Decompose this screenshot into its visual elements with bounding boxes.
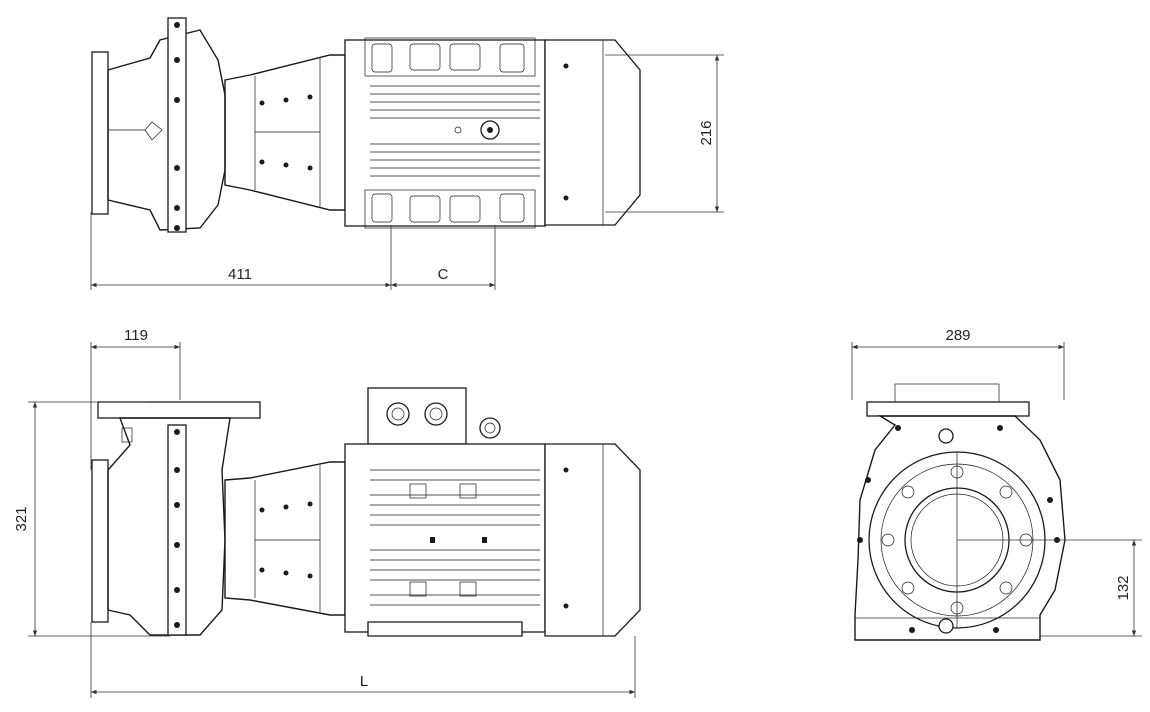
dim-label-119: 119 [124, 327, 148, 344]
dim-label-c: C [438, 266, 449, 283]
side-view [28, 342, 641, 698]
top-view [90, 17, 724, 290]
dim-label-l: L [360, 673, 368, 690]
dim-label-132: 132 [1115, 575, 1132, 600]
dim-label-321: 321 [13, 506, 30, 531]
dim-label-411: 411 [228, 266, 252, 283]
dim-label-289: 289 [945, 327, 970, 344]
end-view [851, 342, 1142, 641]
dim-label-216: 216 [698, 120, 715, 145]
